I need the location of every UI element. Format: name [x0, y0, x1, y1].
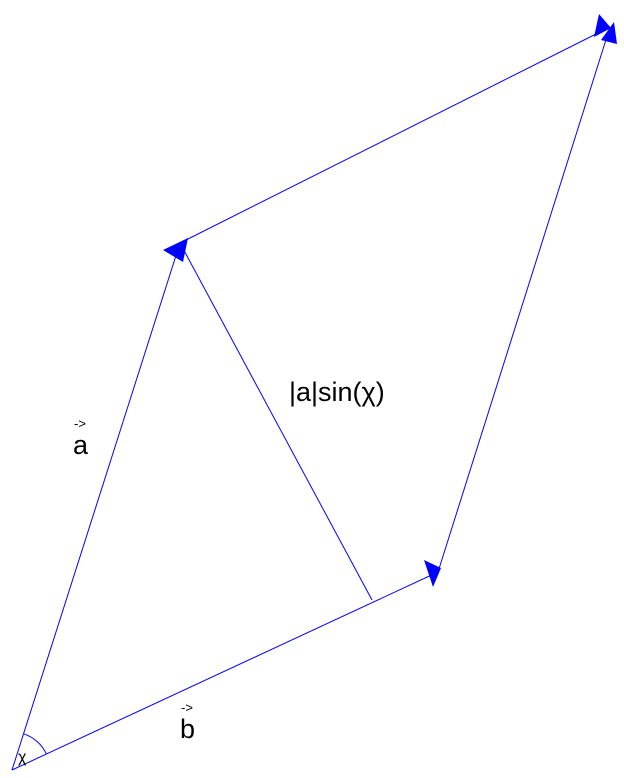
- angle-arc: [23, 733, 47, 755]
- height-line: [179, 242, 373, 601]
- vector-b-line: [11, 571, 439, 771]
- top-edge-arrowhead: [594, 14, 611, 37]
- vector-a-label: a: [73, 430, 89, 460]
- vector-b-arrow-label: ->: [181, 700, 193, 715]
- right-edge-line: [437, 26, 611, 573]
- angle-label: χ: [18, 749, 27, 766]
- top-edge-line: [179, 26, 611, 244]
- vector-a-line: [11, 242, 181, 771]
- vector-a-arrowhead: [163, 238, 188, 262]
- vector-a-arrow-label: ->: [74, 416, 86, 431]
- height-label: |a|sin(χ): [289, 377, 385, 407]
- vector-b-label: b: [180, 714, 195, 744]
- right-edge-arrowhead: [601, 22, 617, 44]
- vector-b-arrowhead: [424, 560, 441, 587]
